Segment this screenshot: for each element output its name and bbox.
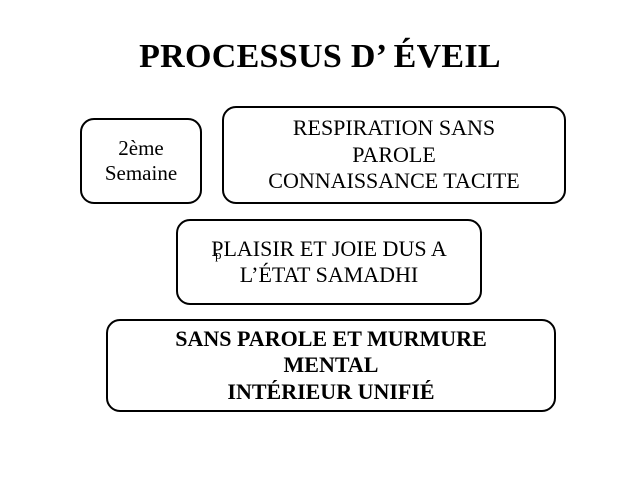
respiration-box-line-2: PAROLE [352,141,436,167]
plaisir-box-line-2: L’ÉTAT SAMADHI [239,262,419,287]
respiration-box-line-1: RESPIRATION SANS [292,115,496,141]
plaisir-box-line-1: PLAISIR ET JOIE DUS A [211,235,447,261]
sans-parole-box: SANS PAROLE ET MURMURE MENTAL INTÉRIEUR … [106,319,556,412]
stray-text-mark: p [215,247,222,262]
sans-parole-box-line-2: MENTAL [283,352,379,378]
week-box-line-1: 2ème [118,135,164,160]
week-box-line-2: Semaine [104,161,178,185]
sans-parole-box-line-1: SANS PAROLE ET MURMURE [175,325,487,351]
week-box: 2ème Semaine [80,118,202,204]
sans-parole-box-line-3: INTÉRIEUR UNIFIÉ [227,378,435,404]
slide-title: PROCESSUS D’ ÉVEIL [139,38,501,75]
respiration-box-line-3: CONNAISSANCE TACITE [268,168,520,194]
plaisir-box: PLAISIR ET JOIE DUS A L’ÉTAT SAMADHI [176,219,482,305]
respiration-box: RESPIRATION SANS PAROLE CONNAISSANCE TAC… [222,106,566,204]
